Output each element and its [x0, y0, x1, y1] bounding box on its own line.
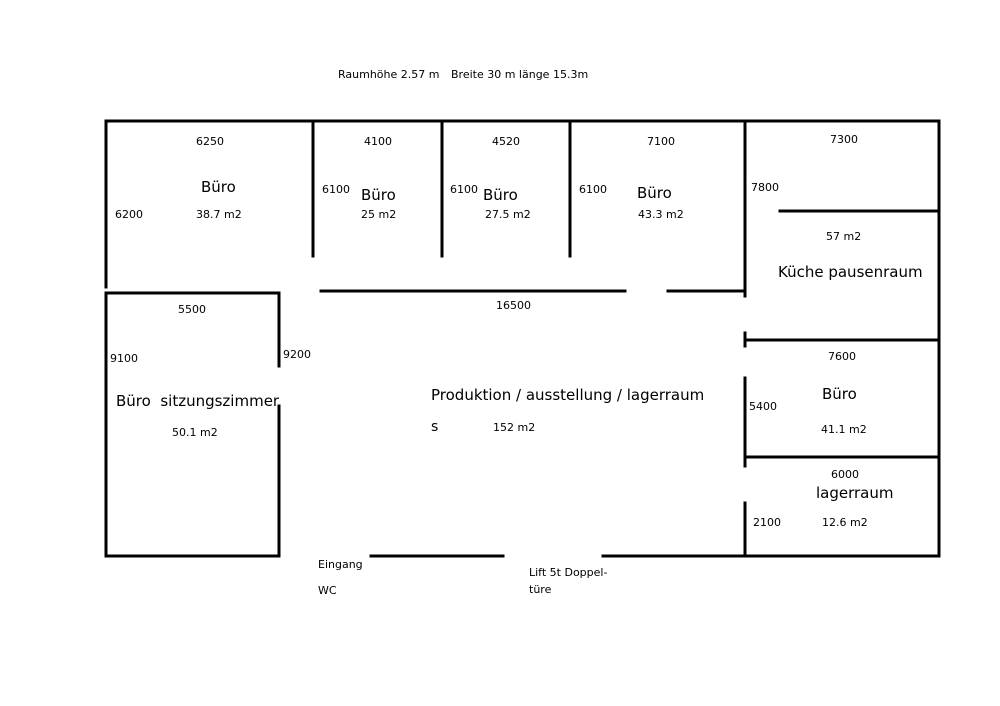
production-suffix: s	[431, 419, 438, 435]
office4-area: 43.3 m2	[638, 208, 684, 221]
lift-label-line2: türe	[529, 583, 552, 596]
entrance-label: Eingang	[318, 558, 363, 571]
production-name: Produktion / ausstellung / lagerraum	[431, 386, 704, 404]
office5-depth: 5400	[749, 400, 777, 413]
production-area: 152 m2	[493, 421, 535, 434]
office1-depth: 6200	[115, 208, 143, 221]
meeting-depth: 9100	[110, 352, 138, 365]
office3-width: 4520	[492, 135, 520, 148]
kitchen-depth: 7800	[751, 181, 779, 194]
walls	[104, 119, 941, 558]
meeting-area: 50.1 m2	[172, 426, 218, 439]
wc-label: WC	[318, 584, 337, 597]
office4-name: Büro	[637, 184, 672, 202]
storage-name: lagerraum	[816, 484, 894, 502]
office5-name: Büro	[822, 385, 857, 403]
building-dimensions-label: Breite 30 m länge 15.3m	[451, 68, 588, 81]
office5-width: 7600	[828, 350, 856, 363]
office2-name: Büro	[361, 186, 396, 204]
meeting-width: 5500	[178, 303, 206, 316]
office2-width: 4100	[364, 135, 392, 148]
kitchen-width: 7300	[830, 133, 858, 146]
office2-area: 25 m2	[361, 208, 396, 221]
lift-label-line1: Lift 5t Doppel-	[529, 566, 607, 579]
production-width: 16500	[496, 299, 531, 312]
kitchen-area: 57 m2	[826, 230, 861, 243]
room-height-label: Raumhöhe 2.57 m	[338, 68, 439, 81]
office4-width: 7100	[647, 135, 675, 148]
kitchen-name: Küche pausenraum	[778, 263, 923, 281]
office5-area: 41.1 m2	[821, 423, 867, 436]
office4-depth: 6100	[579, 183, 607, 196]
office1-area: 38.7 m2	[196, 208, 242, 221]
office1-name: Büro	[201, 178, 236, 196]
meeting-name: Büro sitzungszimmer	[116, 392, 280, 410]
office2-depth: 6100	[322, 183, 350, 196]
office1-width: 6250	[196, 135, 224, 148]
storage-area: 12.6 m2	[822, 516, 868, 529]
meeting-depth-2: 9200	[283, 348, 311, 361]
storage-depth: 2100	[753, 516, 781, 529]
office3-depth: 6100	[450, 183, 478, 196]
office3-name: Büro	[483, 186, 518, 204]
office3-area: 27.5 m2	[485, 208, 531, 221]
storage-width: 6000	[831, 468, 859, 481]
